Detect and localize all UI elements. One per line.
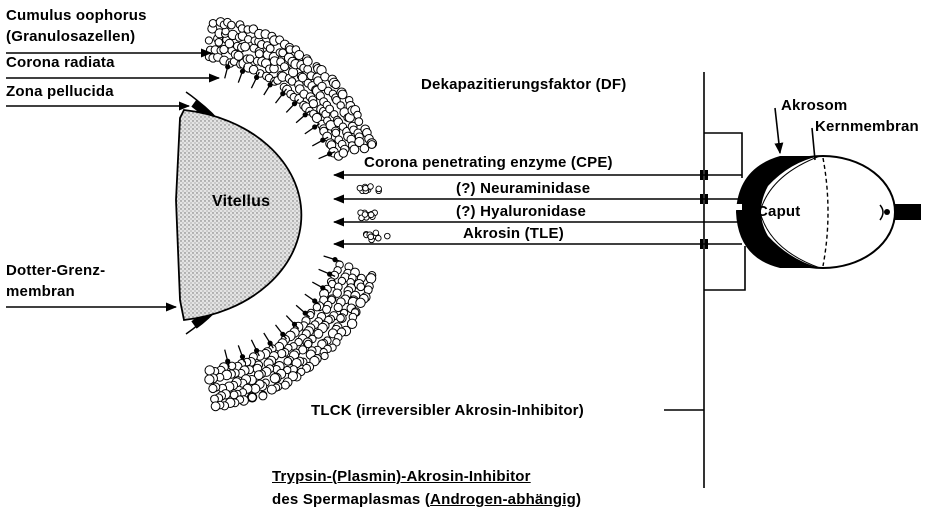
corona-cell-nucleus xyxy=(280,91,285,96)
cumulus-cell xyxy=(270,374,279,383)
cumulus-cell xyxy=(356,298,365,307)
label-neuraminidase: (?) Neuraminidase xyxy=(456,180,590,198)
cumulus-cell xyxy=(215,39,223,47)
cumulus-cell xyxy=(368,141,376,149)
corona-cell-nucleus xyxy=(312,298,317,303)
corona-cell-nucleus xyxy=(327,151,332,156)
corona-cell-nucleus xyxy=(303,311,308,316)
cumulus-cell xyxy=(284,358,292,366)
corona-cell-nucleus xyxy=(303,112,308,117)
label-spermaplasma-suffix: ) xyxy=(576,491,581,508)
detached-cell xyxy=(373,230,379,236)
corona-cell-nucleus xyxy=(240,354,245,359)
cumulus-cell xyxy=(267,385,276,394)
detached-cell xyxy=(376,235,382,241)
label-inhibitor: Trypsin-(Plasmin)-Akrosin-Inhibitor xyxy=(272,468,531,486)
label-dotter-grenz: Dotter-Grenz- xyxy=(6,262,105,280)
corona-cell-nucleus xyxy=(225,359,230,364)
cumulus-cell xyxy=(357,283,365,291)
cumulus-cell xyxy=(205,375,214,384)
cumulus-cell xyxy=(366,274,376,284)
corona-spoke xyxy=(264,333,274,348)
cumulus-cell xyxy=(303,57,312,66)
corona-spoke xyxy=(305,294,320,304)
cumulus-cell xyxy=(205,37,212,44)
corona-spoke xyxy=(305,124,320,134)
regulator-line xyxy=(664,72,745,488)
detached-cell xyxy=(368,184,374,190)
detached-cell xyxy=(368,234,374,240)
cumulus-cell xyxy=(228,21,236,29)
corona-cell-nucleus xyxy=(225,64,230,69)
label-spermaplasma: des Spermaplasmas (Androgen-abhängig) xyxy=(272,491,581,509)
label-corona-radiata: Corona radiata xyxy=(6,54,115,72)
cumulus-cell xyxy=(234,51,243,60)
corona-spoke xyxy=(276,325,287,339)
cumulus-cell xyxy=(321,352,328,359)
cumulus-cell xyxy=(248,393,256,401)
cumulus-cell xyxy=(266,45,274,53)
label-hyaluronidase: (?) Hyaluronidase xyxy=(456,203,586,221)
cumulus-cell xyxy=(337,314,345,322)
corona-spoke xyxy=(296,111,310,123)
corona-cell-nucleus xyxy=(320,138,325,143)
corona-cell-nucleus xyxy=(327,272,332,277)
label-cpe: Corona penetrating enzyme (CPE) xyxy=(364,154,613,172)
cumulus-cell xyxy=(323,305,331,313)
label-akrosom: Akrosom xyxy=(781,97,847,115)
cumulus-cell xyxy=(209,20,217,28)
detached-cell xyxy=(362,212,368,218)
corona-spoke xyxy=(286,99,298,112)
label-androgen-abhaengig: Androgen-abhängig xyxy=(430,491,576,508)
corona-cell-nucleus xyxy=(254,348,259,353)
sperm-pointer-arrows xyxy=(775,108,815,160)
cumulus-cell xyxy=(255,50,263,58)
label-membran: membran xyxy=(6,283,75,301)
corona-cell-nucleus xyxy=(240,69,245,74)
label-caput: Caput xyxy=(757,203,801,221)
corona-cell-nucleus xyxy=(320,285,325,290)
label-tlck: TLCK (irreversibler Akrosin-Inhibitor) xyxy=(311,402,584,420)
cumulus-cell xyxy=(338,90,347,99)
label-vitellus: Vitellus xyxy=(212,193,270,211)
corona-cell-nucleus xyxy=(254,75,259,80)
corona-cell-nucleus xyxy=(268,341,273,346)
vitellus-body xyxy=(176,110,301,320)
cumulus-cell xyxy=(281,63,289,71)
cumulus-cell xyxy=(313,304,320,311)
label-akrosin: Akrosin (TLE) xyxy=(463,225,564,243)
cumulus-cell xyxy=(281,381,289,389)
corona-cell-nucleus xyxy=(292,101,297,106)
label-zona-pellucida: Zona pellucida xyxy=(6,83,114,101)
corona-cell-nucleus xyxy=(280,332,285,337)
cumulus-cell xyxy=(355,118,363,126)
corona-cell-nucleus xyxy=(292,322,297,327)
detached-cell xyxy=(368,212,374,218)
corona-cell-nucleus xyxy=(312,124,317,129)
label-spermaplasma-prefix: des Spermaplasmas ( xyxy=(272,491,430,508)
label-cumulus-oophorus: Cumulus oophorus xyxy=(6,7,147,25)
corona-cell-nucleus xyxy=(332,257,337,262)
cumulus-cell xyxy=(332,80,340,88)
corona-spoke xyxy=(251,72,259,88)
label-kernmembran: Kernmembran xyxy=(815,118,919,136)
label-dekapazitierungsfaktor: Dekapazitierungsfaktor (DF) xyxy=(421,76,626,94)
cumulus-cell xyxy=(309,100,317,108)
detached-cumulus-cells xyxy=(357,184,390,243)
corona-spoke xyxy=(324,256,341,261)
cumulus-cell xyxy=(241,42,250,51)
detached-cell xyxy=(376,186,382,192)
detached-cell xyxy=(357,185,363,191)
detached-cell xyxy=(385,233,391,239)
corona-cell-nucleus xyxy=(268,82,273,87)
cumulus-cell xyxy=(339,149,347,157)
label-granulosazellen: (Granulosazellen) xyxy=(6,28,135,46)
cumulus-cell xyxy=(225,39,234,48)
cumulus-cell xyxy=(246,55,254,63)
cumulus-cell xyxy=(209,384,217,392)
cumulus-cell xyxy=(259,392,267,400)
cumulus-cell xyxy=(211,402,220,411)
corona-spoke xyxy=(276,89,287,103)
